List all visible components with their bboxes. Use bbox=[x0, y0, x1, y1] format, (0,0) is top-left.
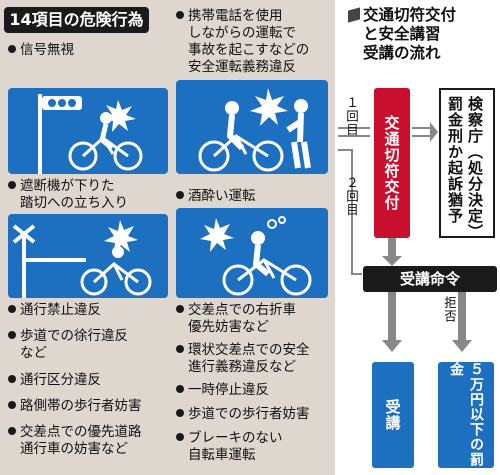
attend-box: 受講 bbox=[372, 362, 414, 468]
prosecutor-box: 検察庁（処分決定） 罰金刑か起訴猶予 bbox=[439, 88, 495, 240]
illustration-drunk bbox=[176, 208, 328, 298]
illustration-signal bbox=[8, 88, 168, 174]
fine-box: ５万円以下の罰金 bbox=[438, 362, 494, 468]
second-time-label: ２回目 bbox=[344, 176, 359, 217]
bullet-icon bbox=[8, 375, 16, 383]
item-roadside-pedestrian: 路側帯の歩行者妨害 bbox=[8, 398, 142, 415]
item-railroad-crossing: 遮断機が下りた 踏切への立ち入り bbox=[8, 178, 128, 212]
flow-title: 交通切符交付 と安全講習 受講の流れ bbox=[348, 6, 456, 63]
bullet-icon bbox=[8, 331, 16, 339]
item-roundabout: 環状交差点での安全 進行義務違反など bbox=[176, 342, 310, 376]
bullet-icon bbox=[176, 385, 184, 393]
bullet-icon bbox=[176, 191, 184, 199]
item-phone-use: 携帯電話を使用 しながらの運転で 事故を起こすなどの 安全運転義務違反 bbox=[176, 8, 309, 76]
refuse-label: 拒否 bbox=[442, 296, 457, 323]
panel-title: 14項目の危険行為 bbox=[4, 7, 149, 33]
item-right-turn: 交差点での右折車 優先妨害など bbox=[176, 302, 296, 336]
bullet-icon bbox=[8, 181, 16, 189]
fine-or-suspension: 罰金刑か起訴猶予 bbox=[446, 96, 464, 224]
bullet-icon bbox=[176, 433, 184, 441]
item-signal-ignoring: 信号無視 bbox=[8, 42, 74, 59]
bullet-icon bbox=[176, 305, 184, 313]
item-stop-sign: 一時停止違反 bbox=[176, 382, 269, 399]
bullet-icon bbox=[8, 45, 16, 53]
bullet-icon bbox=[176, 345, 184, 353]
illustration-phone bbox=[176, 80, 328, 174]
bullet-icon bbox=[8, 305, 16, 313]
item-drunk-riding: 酒酔い運転 bbox=[176, 188, 256, 205]
bullet-icon bbox=[8, 427, 16, 435]
dangerous-acts-panel: 14項目の危険行為 信号無視 携帯電話を使用 しながらの運転で 事故を起こすなど… bbox=[0, 0, 335, 475]
bullet-icon bbox=[176, 11, 184, 19]
prosecutor-decision: 検察庁（処分決定） bbox=[466, 96, 484, 240]
attendance-order-bar: 受講命令 bbox=[363, 266, 497, 292]
item-lane-division: 通行区分違反 bbox=[8, 372, 101, 389]
item-no-brake: ブレーキのない 自転車運転 bbox=[176, 430, 283, 464]
cube-icon bbox=[348, 7, 360, 23]
item-sidewalk-pedestrian: 歩道での歩行者妨害 bbox=[176, 406, 310, 423]
item-sidewalk-slow: 歩道での徐行違反 など bbox=[8, 328, 128, 362]
item-no-entry: 通行禁止違反 bbox=[8, 302, 101, 319]
bullet-icon bbox=[176, 409, 184, 417]
illustration-railroad bbox=[8, 214, 168, 298]
first-time-label: １回目 bbox=[344, 96, 359, 137]
item-priority-road: 交差点での優先道路 通行車の妨害など bbox=[8, 424, 142, 458]
ticket-issued-box: 交通切符交付 bbox=[374, 88, 410, 238]
bullet-icon bbox=[8, 401, 16, 409]
